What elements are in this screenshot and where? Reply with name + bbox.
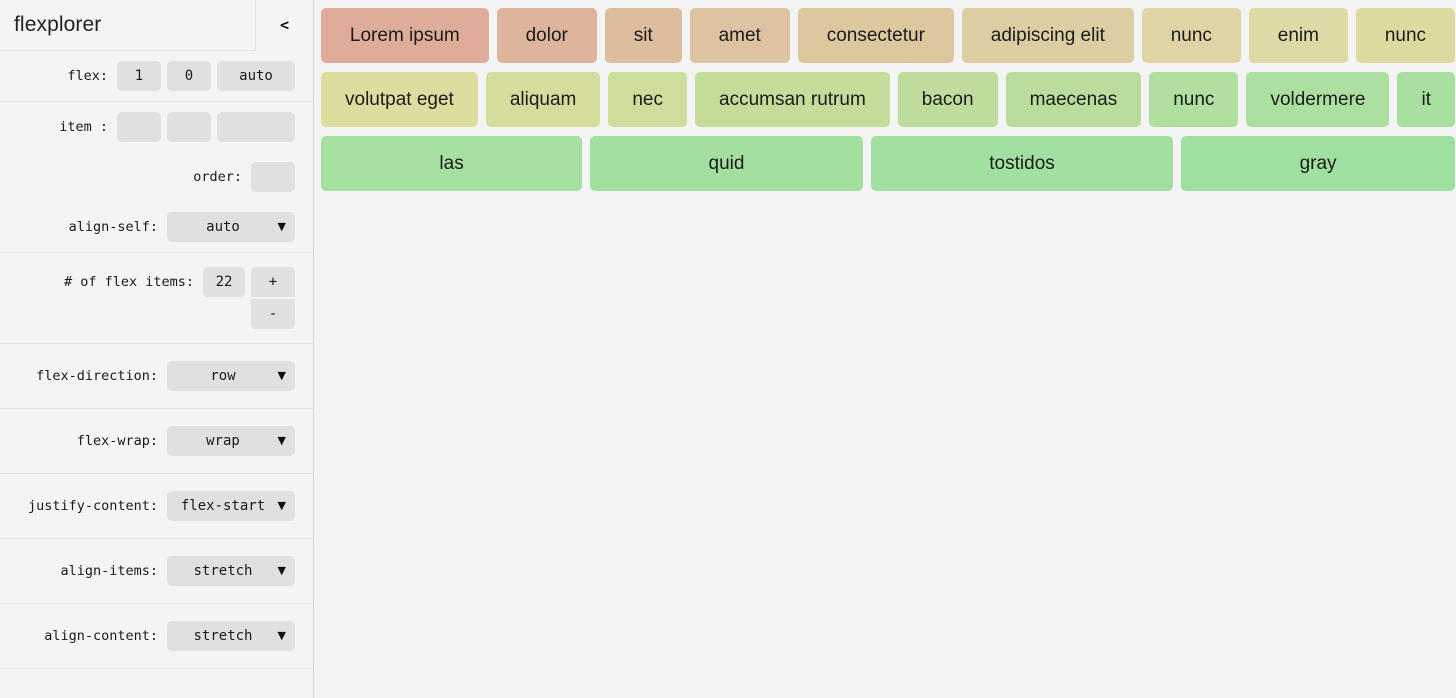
flex-item-label: nunc bbox=[1170, 24, 1212, 46]
align-items-value: stretch bbox=[193, 563, 253, 579]
justify-content-label: justify-content: bbox=[27, 498, 158, 514]
item-basis-input[interactable] bbox=[217, 112, 295, 142]
flex-item[interactable]: adipiscing elit bbox=[961, 8, 1134, 63]
flex-item-label: nec bbox=[632, 88, 663, 110]
order-input[interactable] bbox=[251, 162, 295, 192]
flex-item[interactable]: it bbox=[1397, 72, 1455, 127]
flex-wrap-label: flex-wrap: bbox=[76, 433, 158, 449]
flex-item-label: maecenas bbox=[1029, 88, 1118, 110]
flex-item[interactable]: nec bbox=[608, 72, 687, 127]
flex-item-label: nunc bbox=[1384, 24, 1427, 46]
flex-item-label: enim bbox=[1277, 24, 1319, 46]
chevron-down-icon: ▼ bbox=[277, 629, 286, 642]
flex-container: Lorem ipsum dolor sit amet consectetur adipis… bbox=[321, 8, 1455, 191]
flex-direction-label: flex-direction: bbox=[36, 368, 158, 384]
align-self-value: auto bbox=[206, 219, 240, 235]
section-align-items: align-items: stretch ▼ bbox=[0, 539, 313, 604]
align-items-label: align-items: bbox=[60, 563, 158, 579]
increment-button[interactable]: + bbox=[251, 267, 295, 297]
flex-item-label: nunc bbox=[1173, 88, 1215, 110]
flex-item[interactable]: nunc bbox=[1149, 72, 1239, 127]
flex-preview-area: Lorem ipsum dolor sit amet consectetur adipis… bbox=[314, 0, 1456, 698]
flex-item[interactable]: tostidos bbox=[870, 136, 1174, 191]
justify-content-value: flex-start bbox=[180, 498, 266, 514]
flex-item-label: quid bbox=[708, 152, 745, 174]
flex-item-label: accumsan rutrum bbox=[719, 88, 866, 110]
decrement-button[interactable]: - bbox=[251, 299, 295, 329]
flex-item-label: adipiscing elit bbox=[990, 24, 1105, 46]
flex-item-count-label: # of flex items: bbox=[63, 274, 194, 290]
chevron-down-icon: ▼ bbox=[277, 434, 286, 447]
flex-item[interactable]: nunc bbox=[1355, 8, 1455, 63]
flex-item[interactable]: Lorem ipsum bbox=[321, 8, 489, 63]
flex-item[interactable]: maecenas bbox=[1005, 72, 1142, 127]
flex-item[interactable]: gray bbox=[1181, 136, 1455, 191]
flex-item-label: voldermere bbox=[1270, 88, 1366, 110]
chevron-down-icon: ▼ bbox=[277, 220, 286, 233]
chevron-down-icon: ▼ bbox=[277, 564, 286, 577]
item-shrink-input[interactable] bbox=[167, 112, 211, 142]
flex-item-label: amet bbox=[718, 24, 761, 46]
section-justify-content: justify-content: flex-start ▼ bbox=[0, 474, 313, 539]
flex-item-count-stepper: + - bbox=[251, 267, 295, 329]
flex-label: flex: bbox=[67, 68, 108, 84]
flex-item-label: it bbox=[1421, 88, 1431, 110]
flex-item-label: Lorem ipsum bbox=[349, 24, 460, 46]
section-flex-direction: flex-direction: row ▼ bbox=[0, 344, 313, 409]
chevron-left-icon[interactable]: < bbox=[255, 0, 313, 51]
align-content-label: align-content: bbox=[44, 628, 158, 644]
flex-item[interactable]: nunc bbox=[1141, 8, 1241, 63]
align-content-select[interactable]: stretch ▼ bbox=[167, 621, 295, 651]
flex-direction-value: row bbox=[210, 368, 236, 384]
flex-item[interactable]: bacon bbox=[897, 72, 998, 127]
justify-content-select[interactable]: flex-start ▼ bbox=[167, 491, 295, 521]
flex-item[interactable]: volutpat eget bbox=[321, 72, 478, 127]
flex-item[interactable]: amet bbox=[689, 8, 790, 63]
flex-direction-select[interactable]: row ▼ bbox=[167, 361, 295, 391]
chevron-down-icon: ▼ bbox=[277, 369, 286, 382]
chevron-down-icon: ▼ bbox=[277, 499, 286, 512]
align-self-select[interactable]: auto ▼ bbox=[167, 212, 295, 242]
flex-item[interactable]: dolor bbox=[496, 8, 597, 63]
flex-item[interactable]: las bbox=[321, 136, 583, 191]
flex-item-label: consectetur bbox=[826, 24, 925, 46]
flex-item[interactable]: voldermere bbox=[1246, 72, 1390, 127]
section-item: item : order: align-self: auto ▼ bbox=[0, 102, 313, 253]
align-self-label: align-self: bbox=[68, 219, 158, 235]
section-align-content: align-content: stretch ▼ bbox=[0, 604, 313, 669]
order-label: order: bbox=[193, 169, 242, 185]
item-label: item : bbox=[59, 119, 108, 135]
sidebar-header: flexplorer < bbox=[0, 0, 313, 51]
flex-basis-input[interactable] bbox=[217, 61, 295, 91]
flex-wrap-value: wrap bbox=[206, 433, 240, 449]
flex-grow-input[interactable] bbox=[117, 61, 161, 91]
app-title: flexplorer bbox=[14, 13, 102, 36]
align-items-select[interactable]: stretch ▼ bbox=[167, 556, 295, 586]
section-item-count: # of flex items: + - bbox=[0, 253, 313, 344]
section-flex-wrap: flex-wrap: wrap ▼ bbox=[0, 409, 313, 474]
flex-item-label: volutpat eget bbox=[345, 88, 454, 110]
flex-item-label: sit bbox=[633, 24, 653, 46]
section-flex: flex: bbox=[0, 51, 313, 102]
flex-item-label: gray bbox=[1299, 152, 1337, 174]
flex-item-label: las bbox=[439, 152, 464, 174]
flex-item[interactable]: aliquam bbox=[485, 72, 601, 127]
flex-item[interactable]: consectetur bbox=[797, 8, 954, 63]
flex-item[interactable]: quid bbox=[590, 136, 863, 191]
flex-item[interactable]: accumsan rutrum bbox=[695, 72, 890, 127]
flex-wrap-select[interactable]: wrap ▼ bbox=[167, 426, 295, 456]
flex-item-label: aliquam bbox=[509, 88, 577, 110]
flex-item-count-input[interactable] bbox=[203, 267, 245, 297]
align-content-value: stretch bbox=[193, 628, 253, 644]
flex-item-label: dolor bbox=[525, 24, 568, 46]
flex-item-label: tostidos bbox=[989, 152, 1055, 174]
flex-item[interactable]: sit bbox=[604, 8, 682, 63]
flex-item[interactable]: enim bbox=[1248, 8, 1348, 63]
flex-item-label: bacon bbox=[921, 88, 974, 110]
sidebar: flexplorer < flex: item : bbox=[0, 0, 314, 698]
flex-shrink-input[interactable] bbox=[167, 61, 211, 91]
item-grow-input[interactable] bbox=[117, 112, 161, 142]
